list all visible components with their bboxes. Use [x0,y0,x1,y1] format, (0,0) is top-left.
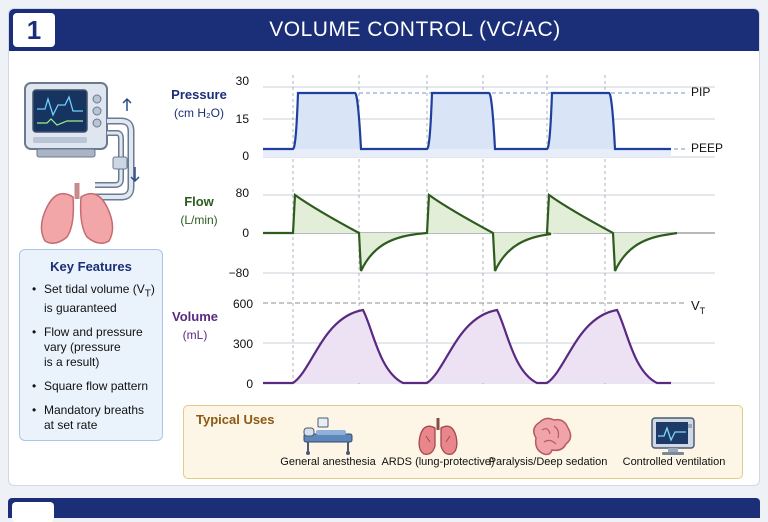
axis-labels: Pressure (cm H₂O) Flow (L/min) Volume (m… [171,74,723,391]
pressure-tick-0: 0 [242,149,249,163]
section-header: 1 VOLUME CONTROL (VC/AC) [9,9,759,51]
next-section-header [8,498,760,522]
vt-label: VT [691,298,706,316]
lungs-icon [40,183,114,244]
monitor-icon [651,417,695,455]
volume-axis-unit: (mL) [183,328,208,342]
volume-tick-300: 300 [233,337,253,351]
feature-item: Set tidal volume (VT)is guaranteed [32,282,156,316]
use-paralysis-sedation: Paralysis/Deep sedation [488,456,608,468]
key-features-box: Key Features Set tidal volume (VT)is gua… [19,249,163,441]
lungs-icon [418,418,458,455]
typical-uses-box: Typical Uses General anesthesia ARDS (lu… [183,405,743,479]
pressure-tick-30: 30 [236,74,250,88]
flow-tick-0: 0 [242,226,249,240]
use-controlled-ventilation: Controlled ventilation [622,456,726,468]
pressure-tick-15: 15 [236,112,250,126]
flow-waveform [263,192,678,272]
flow-tick-80: 80 [236,186,250,200]
flow-area [293,195,673,271]
feature-item: Square flow pattern [32,379,156,394]
peep-label: PEEP [691,141,723,155]
section-number: 1 [13,13,55,47]
pressure-area [293,93,615,149]
typical-uses-title: Typical Uses [196,412,275,427]
flow-axis-unit: (L/min) [180,213,217,227]
use-ards: ARDS (lung-protective) [381,456,495,468]
next-section-number [12,502,54,522]
waveform-drawings [263,75,715,387]
use-general-anesthesia: General anesthesia [280,456,376,468]
key-features-title: Key Features [50,259,132,274]
flow-tick-minus80: −80 [229,266,250,280]
brain-icon [533,417,572,456]
pip-label: PIP [691,85,710,99]
key-features-list: Set tidal volume (VT)is guaranteed Flow … [20,274,162,433]
section-title: VOLUME CONTROL (VC/AC) [269,18,561,41]
pressure-waveform [263,91,671,151]
volume-waveform [263,308,671,385]
waveform-panel: Pressure (cm H₂O) Flow (L/min) Volume (m… [171,74,723,391]
flow-axis-label: Flow [184,194,214,209]
ventilator-illustration [24,82,140,244]
pressure-axis-unit: (cm H₂O) [174,106,224,120]
volume-axis-label: Volume [172,309,218,324]
ventilator-icon [24,82,140,201]
volume-tick-600: 600 [233,297,253,311]
volume-tick-0: 0 [246,377,253,391]
anesthesia-bed-icon [303,417,353,455]
pressure-axis-label: Pressure [171,87,227,102]
volume-control-card: 1 VOLUME CONTROL (VC/AC) [8,8,760,486]
pressure-peep-area [263,149,671,157]
